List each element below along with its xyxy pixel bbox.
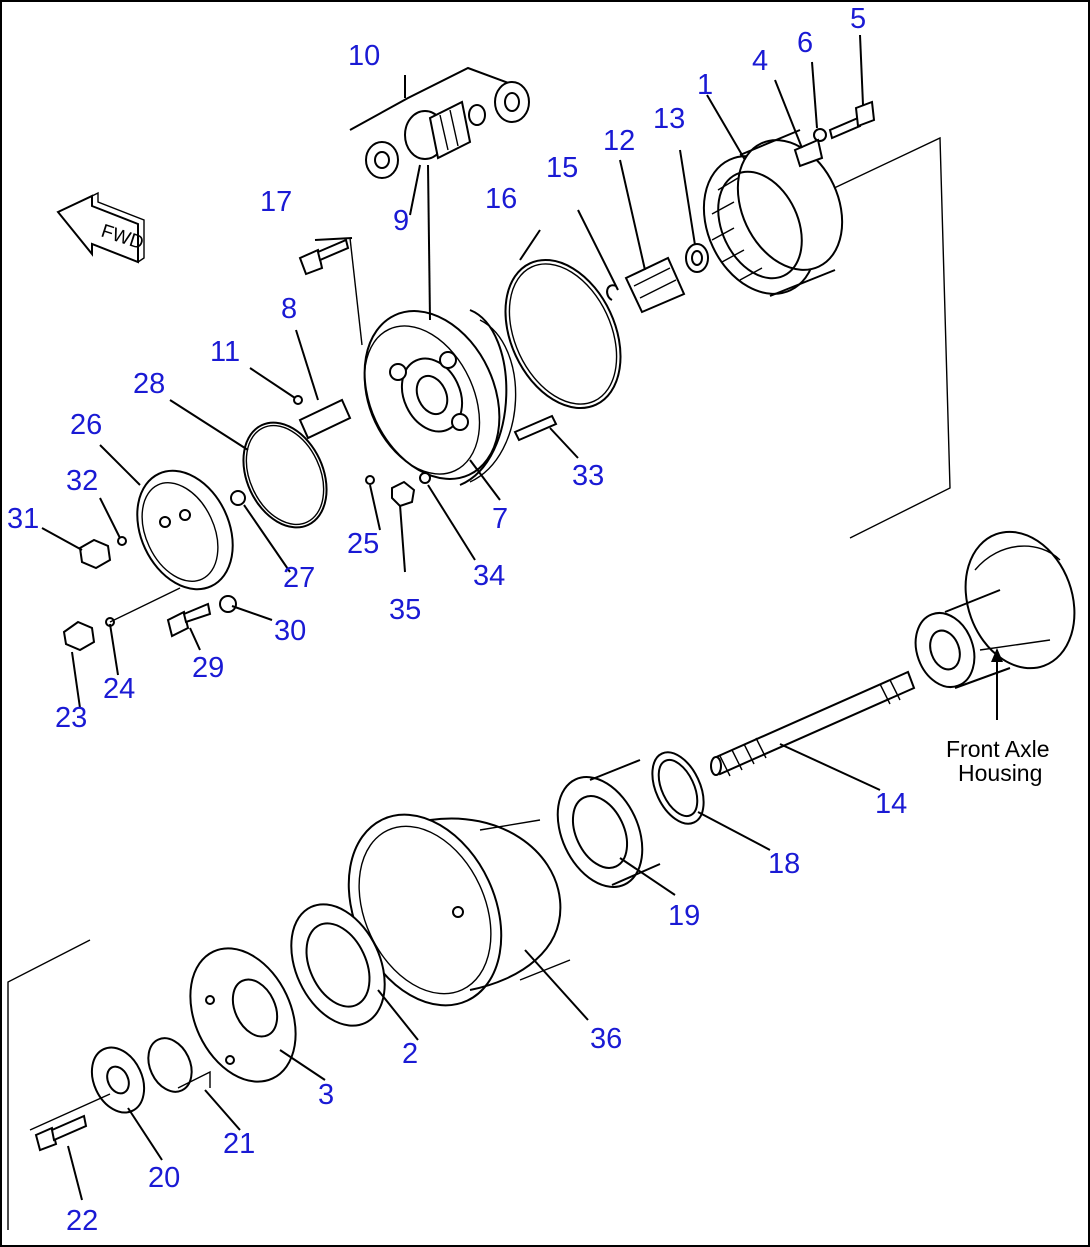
nut-part-35	[391, 480, 416, 508]
callout-3: 3	[318, 1079, 334, 1111]
callout-32: 32	[66, 465, 98, 497]
callout-4: 4	[752, 45, 768, 77]
callout-2: 2	[402, 1038, 418, 1070]
front-axle-housing-part	[914, 530, 1076, 689]
callout-21: 21	[223, 1128, 255, 1160]
callout-1: 1	[697, 69, 713, 101]
ball-part	[293, 395, 303, 405]
callout-12: 12	[603, 125, 635, 157]
callout-14: 14	[875, 788, 907, 820]
nut-part-31	[78, 536, 127, 570]
ball-part-25	[365, 475, 375, 485]
bolt-part-33	[513, 414, 558, 442]
callout-10: 10	[348, 40, 380, 72]
washer-part-34	[419, 472, 431, 484]
housing-caption-line-2: Housing	[958, 760, 1042, 786]
flange-part	[189, 947, 297, 1083]
assembly-reference-line	[829, 136, 951, 539]
callout-30: 30	[274, 615, 306, 647]
ring-gear-part	[702, 129, 844, 297]
callout-33: 33	[572, 460, 604, 492]
wheel-hub-part	[347, 813, 571, 1007]
callout-28: 28	[133, 368, 165, 400]
planet-carrier-part	[363, 309, 517, 486]
callout-24: 24	[103, 673, 135, 705]
callout-5: 5	[850, 3, 866, 35]
planet-gear-cluster-part	[349, 66, 530, 179]
callout-16: 16	[485, 183, 517, 215]
housing-caption-line-1: Front Axle	[946, 736, 1050, 762]
lock-plate-part	[147, 1037, 211, 1093]
o-ring-part-28	[242, 421, 328, 529]
callout-6: 6	[797, 27, 813, 59]
callout-36: 36	[590, 1023, 622, 1055]
callout-23: 23	[55, 702, 87, 734]
callout-34: 34	[473, 560, 505, 592]
callout-18: 18	[768, 848, 800, 880]
shaft-pin-part	[298, 398, 352, 440]
callout-17: 17	[260, 186, 292, 218]
bearing-part-2	[290, 903, 386, 1027]
bolt-part-29	[166, 602, 212, 638]
callout-19: 19	[668, 900, 700, 932]
cover-part	[136, 469, 234, 591]
callout-27: 27	[283, 562, 315, 594]
forward-arrow-icon: FWD	[56, 191, 146, 264]
callout-31: 31	[7, 503, 39, 535]
spacer-ring-part	[651, 751, 705, 825]
callout-29: 29	[192, 652, 224, 684]
callout-22: 22	[66, 1205, 98, 1237]
callout-11: 11	[210, 336, 240, 368]
callout-8: 8	[281, 293, 297, 325]
callout-9: 9	[393, 205, 409, 237]
bolt-part-22	[29, 1093, 111, 1152]
callout-20: 20	[148, 1162, 180, 1194]
callout-7: 7	[492, 503, 508, 535]
callout-35: 35	[389, 594, 421, 626]
callout-25: 25	[347, 528, 379, 560]
plug-part-27	[230, 490, 246, 506]
end-plate-part	[90, 1046, 146, 1114]
bearing-part-19	[556, 759, 661, 888]
leader-lines	[41, 34, 881, 1201]
callout-15: 15	[546, 152, 578, 184]
bolt-part-17	[298, 237, 363, 346]
callout-13: 13	[653, 103, 685, 135]
washer-part-30	[219, 595, 237, 613]
needle-bearing-part	[606, 243, 709, 314]
callout-26: 26	[70, 409, 102, 441]
axle-shaft-part	[710, 670, 916, 777]
nut-part-23	[62, 617, 115, 652]
assembly-reference-line-lower	[7, 939, 91, 1230]
o-ring-large-part	[504, 258, 622, 410]
bolt-part-5	[793, 100, 876, 168]
